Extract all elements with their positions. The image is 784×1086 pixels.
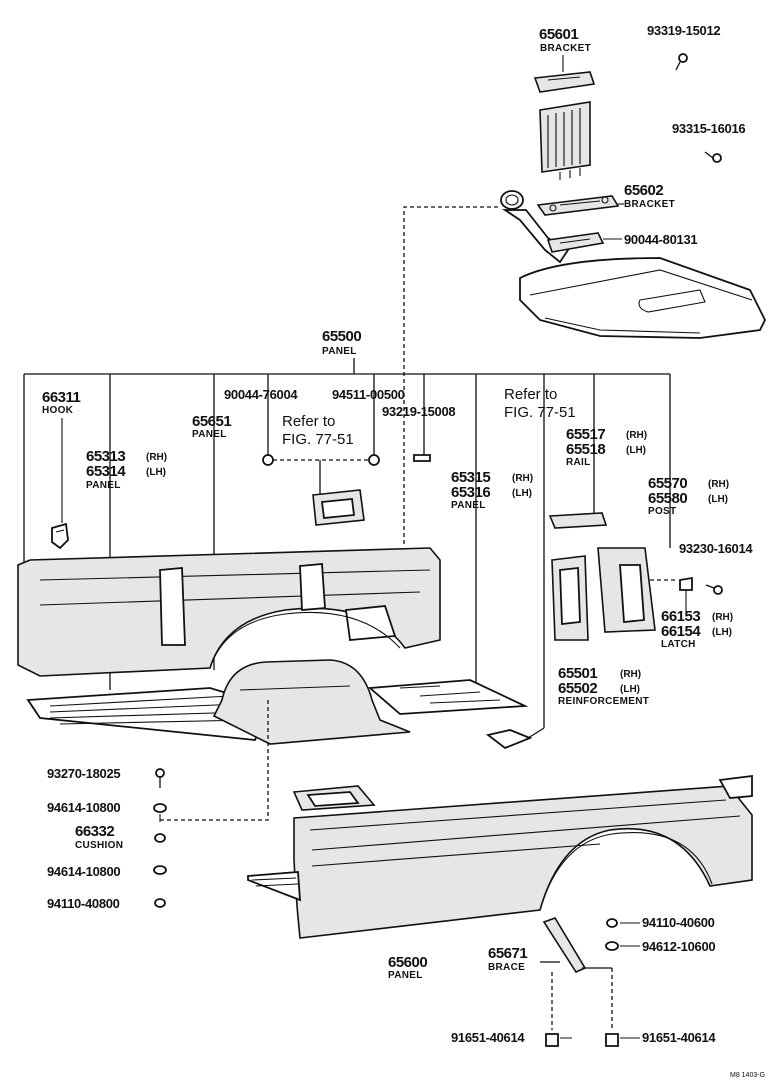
label-65518-number: 65518 (566, 441, 606, 458)
label-65602-name: BRACKET (624, 199, 675, 210)
label-93219-15008-number: 93219-15008 (382, 404, 456, 419)
label-66153-name: LATCH (661, 639, 696, 650)
label-65517-number: 65517 (566, 426, 606, 443)
label-65315-name: PANEL (451, 500, 486, 511)
label-90044-80131-number: 90044-80131 (624, 232, 698, 247)
label-66332-name: CUSHION (75, 840, 124, 851)
label-65602-number: 65602 (624, 182, 664, 199)
label-65501-side: (RH) (620, 669, 642, 680)
label-65651-number: 65651 (192, 413, 232, 430)
label-65315-number: 65315 (451, 469, 491, 486)
bolt-93315 (704, 151, 722, 163)
bolt-91651-b (605, 1033, 619, 1047)
label-65313-number: 65313 (86, 448, 126, 465)
license-lamp-housing (312, 489, 365, 526)
label-65314-number: 65314 (86, 463, 126, 480)
label-66153-number: 66153 (661, 608, 701, 625)
label-65570-side: (RH) (708, 479, 730, 490)
label-66311-name: HOOK (42, 405, 74, 416)
label-65580-number: 65580 (648, 490, 688, 507)
brace-65671 (542, 917, 587, 974)
floor-panel-65651 (26, 659, 529, 745)
label-65671-number: 65671 (488, 945, 528, 962)
latch-66153 (679, 576, 693, 591)
label-65500-name: PANEL (322, 346, 357, 357)
post-65570 (597, 547, 656, 633)
bolt-93230 (705, 584, 723, 595)
bracket-65602 (536, 195, 620, 216)
label-66332-number: 66332 (75, 823, 115, 840)
refer-to-text-1: Refer to (282, 413, 336, 430)
label-93319-number: 93319-15012 (647, 23, 721, 38)
figure-reference-2: FIG. 77-51 (504, 404, 576, 421)
label-65502-side: (LH) (620, 684, 640, 695)
label-65316-side: (LH) (512, 488, 532, 499)
label-65313-side: (RH) (146, 452, 168, 463)
label-94110-40600-number: 94110-40600 (642, 915, 715, 930)
label-65600-name: PANEL (388, 970, 423, 981)
label-66311-number: 66311 (42, 389, 81, 406)
label-93270-18025-number: 93270-18025 (47, 766, 121, 781)
figure-reference-1: FIG. 77-51 (282, 431, 354, 448)
fuel-tank (519, 257, 767, 339)
label-94614-10800-a-number: 94614-10800 (47, 800, 121, 815)
label-65600-number: 65600 (388, 954, 428, 971)
label-65570-name: POST (648, 506, 677, 517)
lamp-housing-lower (292, 785, 376, 811)
label-65316-number: 65316 (451, 484, 491, 501)
label-65517-name: RAIL (566, 457, 591, 468)
figure-code: M8 1403-G (730, 1072, 766, 1079)
label-94110-40800-number: 94110-40800 (47, 896, 120, 911)
label-66154-side: (LH) (712, 627, 732, 638)
label-91651-40614-a-number: 91651-40614 (451, 1030, 525, 1045)
bracket-65601 (533, 71, 596, 93)
refer-to-text-2: Refer to (504, 386, 558, 403)
label-94612-10600-number: 94612-10600 (642, 939, 716, 954)
label-65500-number: 65500 (322, 328, 362, 345)
label-66153-side: (RH) (712, 612, 734, 623)
label-65501-name: REINFORCEMENT (558, 696, 650, 707)
label-94511-00500-number: 94511-00500 (332, 387, 405, 402)
fuel-sender-unit (539, 101, 591, 180)
label-65518-side: (LH) (626, 445, 646, 456)
floor-clip (485, 729, 533, 750)
label-65651-name: PANEL (192, 429, 227, 440)
label-65601-name: BRACKET (540, 43, 591, 54)
label-93230-16014-number: 93230-16014 (679, 541, 753, 556)
label-65671-name: BRACE (488, 962, 526, 973)
reinforcement-65501 (551, 555, 589, 641)
label-91651-40614-b-number: 91651-40614 (642, 1030, 716, 1045)
label-94614-10800-b-number: 94614-10800 (47, 864, 121, 879)
label-65314-side: (LH) (146, 467, 166, 478)
label-65313-name: PANEL (86, 480, 121, 491)
bolt-93319 (675, 53, 688, 71)
label-66154-number: 66154 (661, 623, 701, 640)
label-65580-side: (LH) (708, 494, 728, 505)
label-65517-side: (RH) (626, 430, 648, 441)
bolt-93219 (413, 454, 431, 462)
label-65570-number: 65570 (648, 475, 688, 492)
label-93315-number: 93315-16016 (672, 121, 746, 136)
side-panel-65313 (17, 547, 441, 677)
hook-66311 (51, 522, 69, 550)
bolt-91651-a (545, 1033, 559, 1047)
bolt-93270 (155, 768, 165, 788)
rail-65517 (548, 512, 608, 529)
label-90044-76004-number: 90044-76004 (224, 387, 298, 402)
label-65315-side: (RH) (512, 473, 534, 484)
bracket-90044-80131 (546, 232, 605, 253)
label-65501-number: 65501 (558, 665, 598, 682)
label-65601-number: 65601 (539, 26, 579, 43)
label-65502-number: 65502 (558, 680, 598, 697)
side-panel-65600 (247, 774, 753, 939)
